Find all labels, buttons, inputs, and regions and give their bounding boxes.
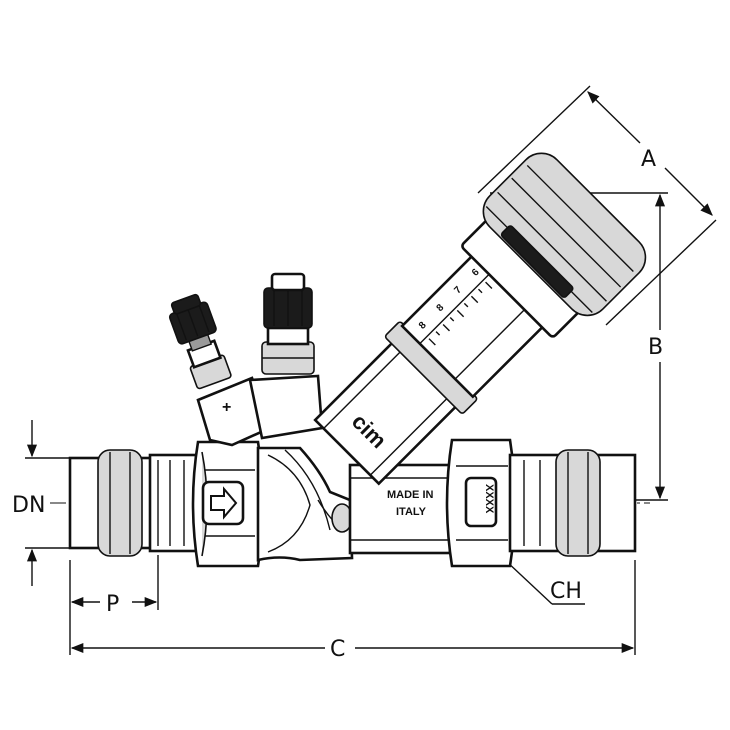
dim-label-a: A xyxy=(641,147,656,172)
right-union-nut: XXXX xyxy=(445,438,517,568)
dim-label-b: B xyxy=(648,335,663,360)
right-arrow-icon xyxy=(210,486,238,520)
dimension-labels: A B C DN P CH xyxy=(12,147,663,662)
right-press-fitting xyxy=(508,449,637,557)
dim-label-dn: DN xyxy=(12,493,45,518)
plus-marking: + xyxy=(222,399,231,416)
dim-label-p: P xyxy=(106,592,119,617)
left-press-fitting xyxy=(68,449,202,557)
dim-label-ch: CH xyxy=(550,579,582,604)
bonnet-assembly: cim 8 8 7 6 xyxy=(313,152,647,486)
left-union-nut xyxy=(191,440,265,568)
dim-label-c: C xyxy=(330,637,345,662)
right-test-port xyxy=(248,272,324,440)
valve-body: MADE IN ITALY xyxy=(256,446,452,562)
made-in-label: MADE IN xyxy=(387,489,434,501)
left-test-port: + xyxy=(168,293,272,447)
date-stamp: XXXX xyxy=(483,484,495,514)
italy-label: ITALY xyxy=(396,506,427,518)
